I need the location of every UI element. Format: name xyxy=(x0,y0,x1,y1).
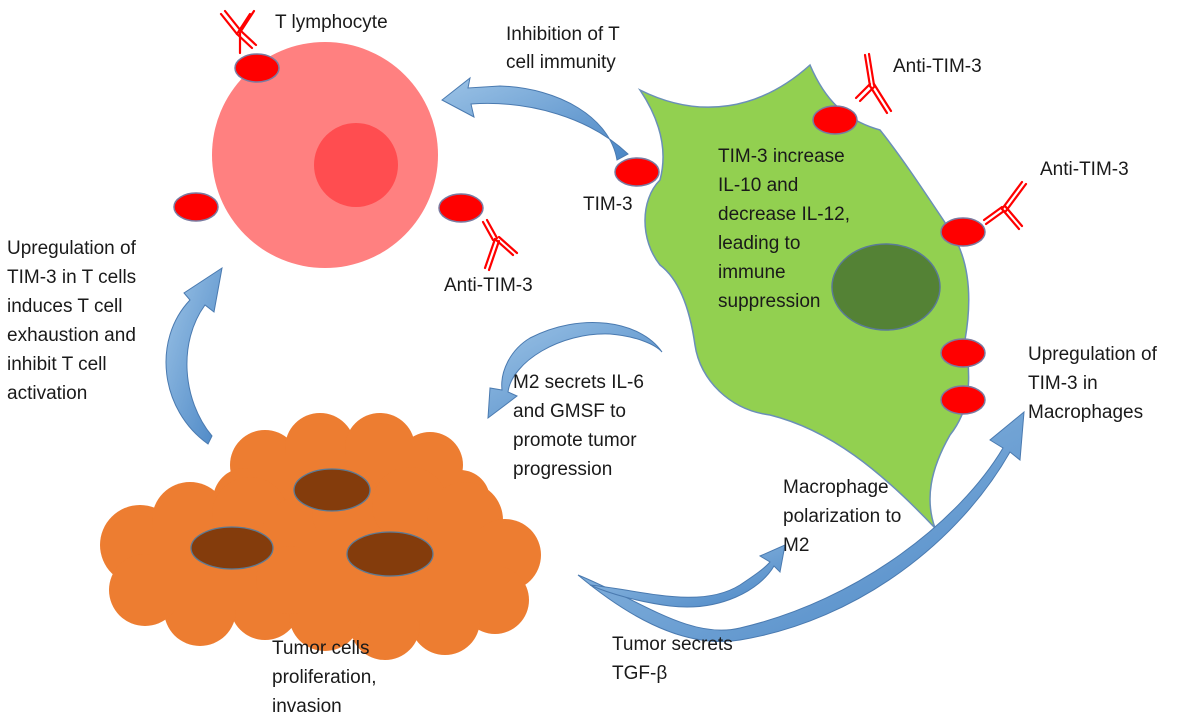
tumor-nucleus xyxy=(346,531,434,577)
label-line: decrease IL-12, xyxy=(718,204,850,225)
label-t-lymphocyte: T lymphocyte xyxy=(275,12,388,33)
label-anti-tim3-top: Anti-TIM-3 xyxy=(893,56,982,77)
label-line: invasion xyxy=(272,696,342,717)
label-line: immune xyxy=(718,262,786,283)
macrophage-nucleus xyxy=(831,243,941,331)
tumor-nucleus xyxy=(293,468,371,512)
antibody-icon xyxy=(982,180,1028,231)
tumor-cell-cluster xyxy=(100,413,541,660)
curved-arrow-icon xyxy=(487,322,663,420)
label-line: proliferation, xyxy=(272,667,377,688)
label-upregulation-macrophages: Upregulation of TIM-3 in Macrophages xyxy=(1028,344,1158,423)
macrophage-receptors xyxy=(614,105,986,415)
label-line: Macrophage xyxy=(783,477,889,498)
label-line: Tumor secrets xyxy=(612,634,733,655)
t-cell-nucleus xyxy=(314,123,398,207)
curved-arrow-icon xyxy=(589,544,786,608)
antibody-icon xyxy=(481,218,519,272)
receptor-lower-2 xyxy=(940,385,986,415)
label-line: polarization to xyxy=(783,506,901,527)
receptor-left xyxy=(173,192,219,222)
label-tim3-receptor: TIM-3 xyxy=(583,194,633,215)
label-polarization: Macrophage polarization to M2 xyxy=(783,477,901,556)
t-cell-receptors xyxy=(173,53,484,223)
curved-arrow-icon xyxy=(577,410,1025,642)
label-line: and GMSF to xyxy=(513,401,626,422)
label-tumor-secretes: Tumor secrets TGF-β xyxy=(612,634,733,684)
label-inhibition-line: Inhibition of T xyxy=(506,24,620,45)
tumor-nuclei xyxy=(190,468,434,577)
label-m2-secretes: M2 secrets IL-6 and GMSF to promote tumo… xyxy=(513,372,644,480)
label-line: TIM-3 in T cells xyxy=(7,267,136,288)
receptor-tim3 xyxy=(614,157,660,187)
receptor-right xyxy=(438,193,484,223)
label-line: suppression xyxy=(718,291,820,312)
label-line: TIM-3 increase xyxy=(718,146,845,167)
label-line: IL-10 and xyxy=(718,175,798,196)
receptor-lower-1 xyxy=(940,338,986,368)
label-anti-tim3-right: Anti-TIM-3 xyxy=(1040,159,1129,180)
receptor-top xyxy=(812,105,858,135)
receptor-right xyxy=(940,217,986,247)
label-line: promote tumor xyxy=(513,430,637,451)
label-line: TIM-3 in xyxy=(1028,373,1098,394)
label-line: M2 xyxy=(783,535,809,556)
label-tumor-cells: Tumor cells proliferation, invasion xyxy=(272,638,377,717)
label-line: Macrophages xyxy=(1028,402,1143,423)
antibody-icon xyxy=(854,52,893,115)
receptor-top xyxy=(234,53,280,83)
curved-arrow-icon xyxy=(165,266,223,445)
label-line: activation xyxy=(7,383,87,404)
label-line: exhaustion and xyxy=(7,325,136,346)
label-line: M2 secrets IL-6 xyxy=(513,372,644,393)
label-line: progression xyxy=(513,459,612,480)
label-inhibition: Inhibition of T cell immunity xyxy=(506,24,620,73)
label-inhibition-line: cell immunity xyxy=(506,52,616,73)
label-line: Upregulation of xyxy=(7,238,137,259)
label-line: TGF-β xyxy=(612,663,667,684)
t-lymphocyte-cell xyxy=(212,42,438,268)
antibody-icon xyxy=(219,9,258,55)
label-line: inhibit T cell xyxy=(7,354,107,375)
label-upregulation-t-cells: Upregulation of TIM-3 in T cells induces… xyxy=(7,238,137,404)
label-line: Upregulation of xyxy=(1028,344,1158,365)
tumor-nucleus xyxy=(190,526,274,570)
label-anti-tim3-tcell: Anti-TIM-3 xyxy=(444,275,533,296)
label-line: induces T cell xyxy=(7,296,122,317)
label-line: Tumor cells xyxy=(272,638,369,659)
label-macrophage-effect: TIM-3 increase IL-10 and decrease IL-12,… xyxy=(718,146,850,312)
label-line: leading to xyxy=(718,233,800,254)
curved-arrow-icon xyxy=(441,76,629,161)
